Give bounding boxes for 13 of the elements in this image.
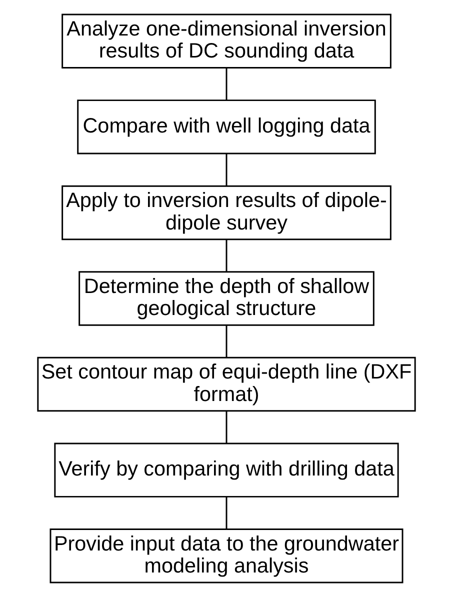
- connector: [225, 325, 227, 358]
- node-box: Provide input data to the groundwater modeling analysis: [49, 528, 403, 584]
- node-box: Set contour map of equi-depth line (DXF format): [36, 356, 416, 412]
- node-box: Analyze one-dimensional inversion results of DC sounding data: [61, 14, 391, 68]
- node-box: Verify by comparing with drilling data: [54, 442, 398, 498]
- node-box: Compare with well logging data: [76, 100, 376, 154]
- node-box: Apply to inversion results of dipole-dipole survey: [61, 185, 391, 240]
- connector: [225, 411, 227, 444]
- connector: [225, 496, 227, 530]
- connector: [225, 240, 227, 272]
- connector: [225, 68, 227, 100]
- connector: [225, 154, 227, 186]
- node-box: Determine the depth of shallow geological structure: [78, 271, 374, 326]
